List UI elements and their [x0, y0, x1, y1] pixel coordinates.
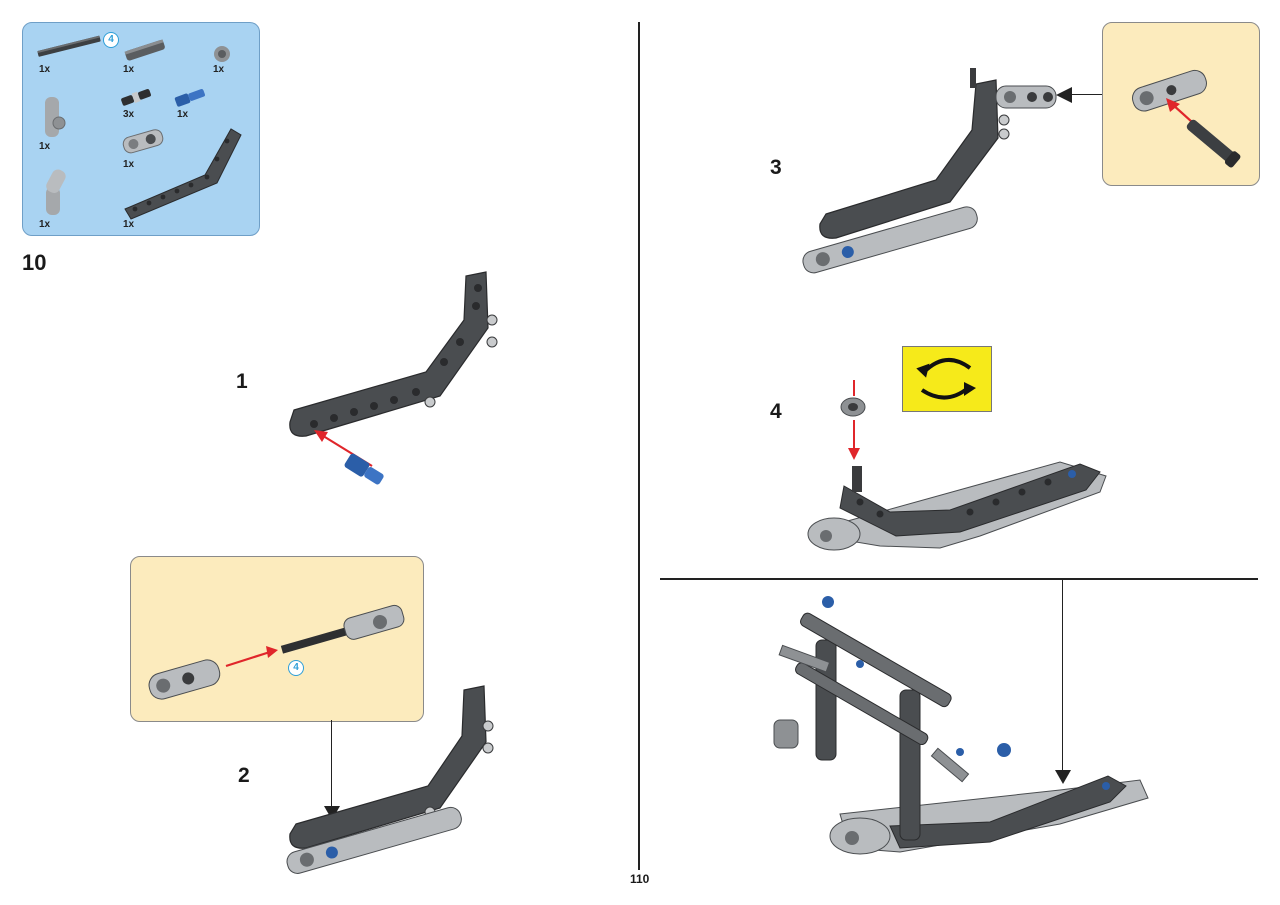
- sub-step-2-number: 2: [238, 764, 250, 787]
- step-2-callout-illustration: [148, 604, 405, 700]
- callout-connector-line: [331, 720, 332, 810]
- qty-label: 1x: [39, 219, 51, 230]
- page-number: 110: [630, 872, 650, 886]
- qty-label: 1x: [123, 219, 135, 230]
- sub-step-3-number: 3: [770, 156, 782, 179]
- axle-4-icon: [37, 35, 101, 57]
- main-step-number: 10: [22, 250, 47, 275]
- qty-label: 1x: [213, 64, 225, 75]
- angled-connector-icon: [46, 169, 66, 215]
- bent-liftarm-icon: [124, 128, 242, 220]
- step-1-liftarm-illustration: [289, 271, 498, 485]
- rotate-model-indicator: [902, 346, 992, 412]
- final-assembly-illustration: [773, 596, 1149, 855]
- blue-pin-icon: [344, 453, 384, 485]
- step-4-assembly-illustration: [807, 461, 1107, 551]
- rotate-model-icon: [916, 358, 976, 400]
- insertion-arrow: [848, 380, 860, 460]
- qty-label: 1x: [39, 64, 51, 75]
- blue-axle-pin-icon: [174, 89, 205, 107]
- qty-label: 1x: [123, 64, 135, 75]
- qty-label: 3x: [123, 109, 135, 120]
- step-3-assembly-illustration: [802, 68, 1057, 274]
- length-badge: 4: [103, 32, 119, 48]
- step-3-callout-illustration: [1131, 69, 1241, 168]
- perpendicular-connector-icon: [122, 129, 164, 154]
- qty-label: 1x: [123, 159, 135, 170]
- parts-list-panel: 4 1x 1x 1x 3x 1x 1x: [22, 22, 260, 236]
- callout-connector-line: [1070, 94, 1102, 95]
- sub-step-1-number: 1: [236, 370, 248, 393]
- vertical-divider: [638, 22, 640, 870]
- axle-pin-icon: [124, 39, 165, 61]
- connector-arrowhead: [1055, 770, 1071, 784]
- length-badge: 4: [288, 660, 304, 676]
- angle-connector-icon: [45, 97, 66, 137]
- callout-arrowhead: [1056, 87, 1072, 103]
- qty-label: 1x: [177, 109, 189, 120]
- step-2-assembly-illustration: [286, 685, 494, 874]
- sub-step-4-number: 4: [770, 400, 782, 423]
- qty-label: 1x: [39, 141, 51, 152]
- pin-with-friction-icon: [121, 89, 151, 106]
- connector-line: [1062, 580, 1063, 776]
- horizontal-divider: [660, 578, 1258, 580]
- callout-arrowhead: [324, 806, 340, 820]
- bush-icon: [840, 397, 866, 417]
- bush-icon: [214, 46, 230, 62]
